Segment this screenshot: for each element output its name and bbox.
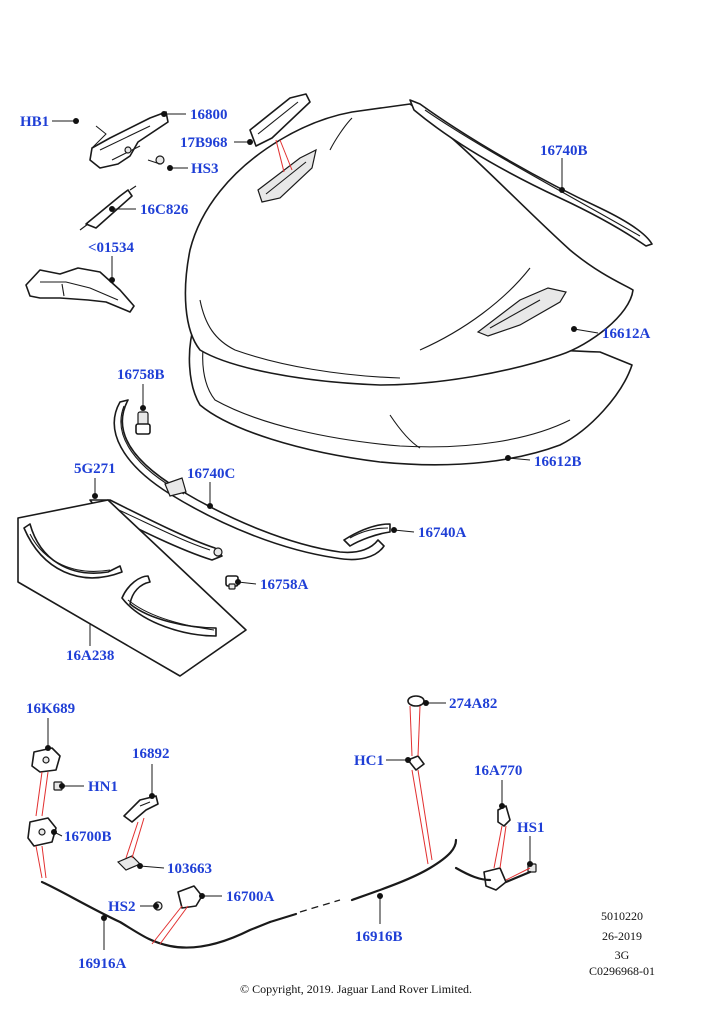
callout-103663: 103663 xyxy=(167,861,212,877)
callout-01534: <01534 xyxy=(88,240,135,256)
clip-16758b xyxy=(135,411,151,435)
gas-strut-16c826 xyxy=(79,185,137,231)
callout-hs1: HS1 xyxy=(517,820,545,836)
callout-16700b: 16700B xyxy=(64,829,112,845)
hinge-16800 xyxy=(89,111,169,169)
callout-16740b: 16740B xyxy=(540,143,588,159)
callout-hs2: HS2 xyxy=(108,899,136,915)
reference-block: 5010220 26-2019 3G C0296968-01 xyxy=(589,909,655,978)
callout-hc1: HC1 xyxy=(354,753,384,769)
seal-16740b xyxy=(409,99,653,247)
callout-16758b: 16758B xyxy=(117,367,165,383)
callout-16a770: 16A770 xyxy=(474,763,522,779)
reference-date: 26-2019 xyxy=(602,929,642,943)
callout-16612a: 16612A xyxy=(602,326,651,342)
bonnet-outer-panel xyxy=(184,103,634,386)
callout-16k689: 16K689 xyxy=(26,701,75,717)
reference-variant: 3G xyxy=(615,948,630,962)
release-system xyxy=(27,695,537,949)
callout-16c826: 16C826 xyxy=(140,202,189,218)
callout-16800: 16800 xyxy=(190,107,228,123)
leader-lines xyxy=(45,111,599,950)
callout-hb1: HB1 xyxy=(20,114,49,130)
copyright-notice: © Copyright, 2019. Jaguar Land Rover Lim… xyxy=(240,982,472,996)
callout-274a82: 274A82 xyxy=(449,696,497,712)
reference-illustration-id: C0296968-01 xyxy=(589,964,655,978)
callout-17b968: 17B968 xyxy=(180,135,228,151)
callout-16916a: 16916A xyxy=(78,956,127,972)
callout-16700a: 16700A xyxy=(226,889,275,905)
callout-16740c: 16740C xyxy=(187,466,235,482)
kit-box-16a238 xyxy=(17,499,247,677)
callout-16758a: 16758A xyxy=(260,577,309,593)
callout-5g271: 5G271 xyxy=(74,461,116,477)
callout-hn1: HN1 xyxy=(88,779,118,795)
bracket-01534 xyxy=(25,267,135,313)
vent-cover-17b968 xyxy=(249,93,311,173)
callout-16916b: 16916B xyxy=(355,929,403,945)
callout-16892: 16892 xyxy=(132,746,170,762)
callout-labels: HB1 16800 17B968 HS3 16740B 16C826 <0153… xyxy=(20,107,651,972)
callout-16612b: 16612B xyxy=(534,454,582,470)
callout-16740a: 16740A xyxy=(418,525,467,541)
callout-hs3: HS3 xyxy=(191,161,219,177)
callout-16a238: 16A238 xyxy=(66,648,114,664)
seal-16740a xyxy=(343,523,391,547)
reference-code: 5010220 xyxy=(601,909,643,923)
seal-16740c xyxy=(113,399,385,561)
